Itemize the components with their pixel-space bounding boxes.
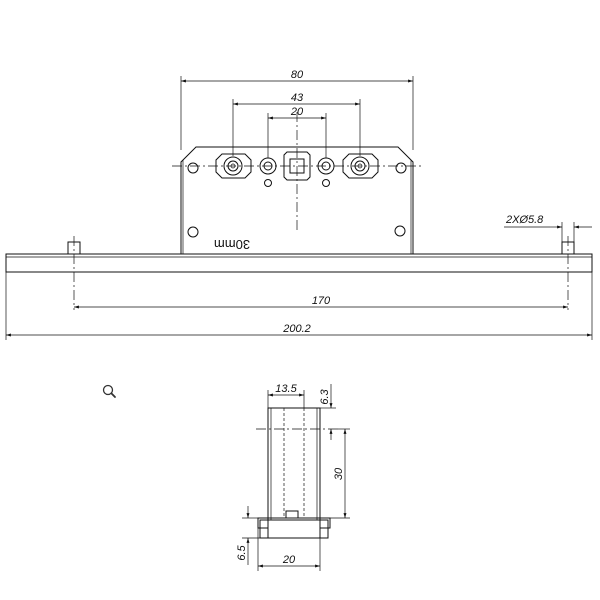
engraving-text: 30mm [214,237,250,252]
mount-hole-bottom-left [187,226,199,238]
dimension-30-label: 30 [333,467,345,480]
zoom-button[interactable] [101,383,119,401]
hole-callout: 2XØ5.8 [504,214,592,244]
magnifier-icon [102,384,116,398]
dimension-170: 170 [74,295,568,309]
mount-hole-bottom-right [394,225,406,237]
side-base [257,517,331,539]
dimension-6-3: 6.3 [319,384,336,440]
spindle-hub [283,151,311,181]
dimension-43-label: 43 [291,92,304,104]
dimension-43: 43 [232,92,361,156]
dimension-200-2: 200.2 [5,272,593,340]
mount-hole-top-left [187,162,199,174]
dimension-6-3-label: 6.3 [319,388,331,404]
screw-right [317,157,335,187]
cam-slot-left [215,153,252,179]
screw-left [259,157,277,187]
dimension-20-label: 20 [290,106,304,118]
dimension-6-5-label: 6.5 [236,544,248,560]
dimension-30: 30 [320,428,350,519]
dimension-base-20-label: 20 [282,554,296,566]
spindle-column [267,407,321,521]
mount-hole-top-right [395,162,407,174]
dimension-base-20: 20 [257,528,321,571]
dimension-170-label: 170 [312,295,331,307]
front-view: 30mm 80 43 20 2XØ5.8 [5,69,593,340]
end-pin-left [67,236,81,310]
dimension-80: 80 [180,69,414,150]
end-pin-right [561,236,575,310]
dimension-13-5-label: 13.5 [275,383,297,395]
dimension-200-2-label: 200.2 [282,323,311,335]
base-rail [5,253,593,273]
dimension-13-5: 13.5 [267,383,305,408]
side-view: 13.5 6.3 30 6.5 20 [236,383,350,571]
dimension-80-label: 80 [291,69,304,81]
dimension-20: 20 [267,106,327,158]
main-plate [180,146,414,254]
dimension-6-5: 6.5 [236,506,268,565]
hole-callout-label: 2XØ5.8 [505,214,544,226]
cam-slot-right [342,153,379,179]
